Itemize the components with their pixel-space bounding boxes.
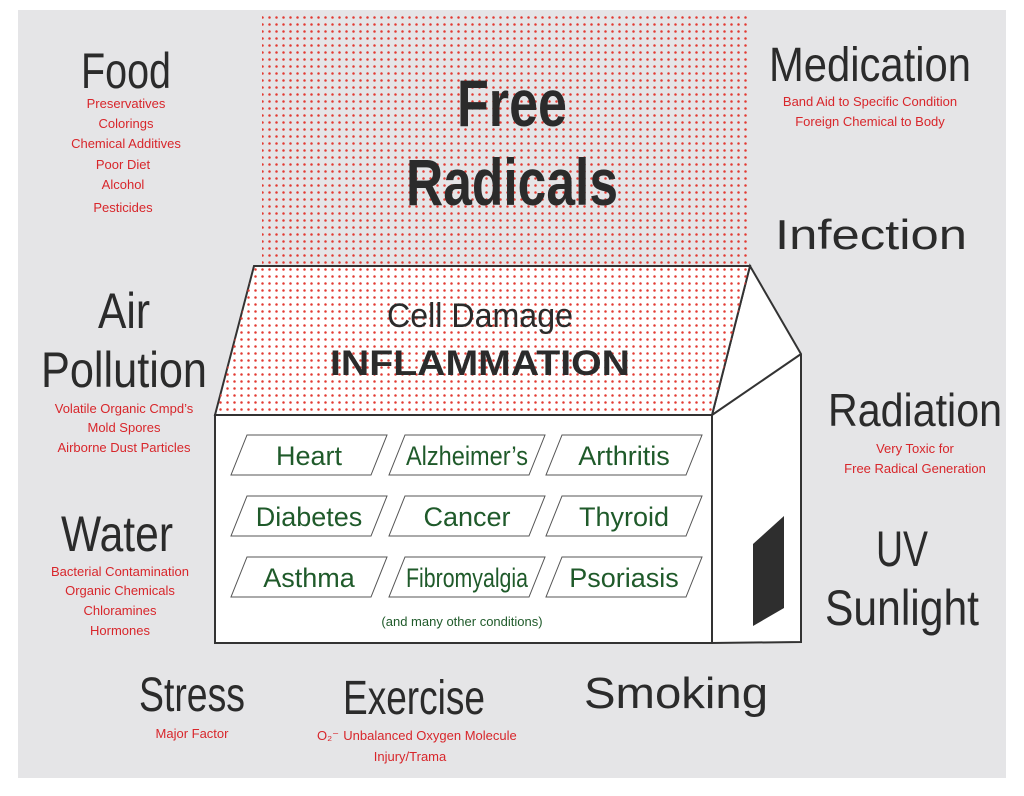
food-detail: Colorings [99,116,154,131]
air-pollution-title-line2: Pollution [41,342,207,398]
water-detail: Chloramines [84,603,157,618]
roof-label-inflammation: INFLAMMATION [330,344,630,383]
title-radicals: Radicals [406,145,618,219]
condition-box [545,434,703,476]
water-detail: Bacterial Contamination [51,564,189,579]
roof-dot-fill [215,266,750,415]
roof-label-cell-damage: Cell Damage [387,297,573,335]
air-pollution-detail: Mold Spores [88,420,161,435]
air-pollution-detail: Volatile Organic Cmpd’s [55,401,194,416]
smoking-title: Smoking [584,669,768,718]
condition-box [230,556,388,598]
condition-label: Cancer [423,502,510,532]
food-detail: Chemical Additives [71,136,181,151]
condition-box [388,556,546,598]
condition-label: Alzheimer’s [406,441,528,471]
stress-detail: Major Factor [156,726,230,741]
food-title: Food [81,43,171,99]
medication-detail: Foreign Chemical to Body [795,114,945,129]
water-detail: Organic Chemicals [65,583,175,598]
food-details: Preservatives Colorings Chemical Additiv… [71,96,181,215]
air-pollution-title-line1: Air [98,283,150,339]
air-pollution-detail: Airborne Dust Particles [58,440,191,455]
infection-title: Infection [775,211,967,258]
stress-title: Stress [139,669,245,722]
condition-label: Psoriasis [569,563,679,593]
house-door [753,516,784,626]
conditions-footnote: (and many other conditions) [381,614,542,629]
water-detail: Hormones [90,623,150,638]
condition-box [545,556,703,598]
condition-label: Heart [276,441,343,471]
uv-title-line2: Sunlight [825,580,979,636]
condition-label: Thyroid [579,502,669,532]
food-detail: Preservatives [87,96,166,111]
condition-label: Fibromyalgia [406,563,529,593]
water-title: Water [61,506,173,562]
radiation-detail: Very Toxic for [876,441,954,456]
medication-title: Medication [769,39,971,92]
condition-box [545,495,703,537]
food-detail: Pesticides [93,200,153,215]
radiation-detail: Free Radical Generation [844,461,986,476]
uv-title-line1: UV [876,521,928,577]
exercise-detail: Unbalanced Oxygen Molecule [343,728,516,743]
condition-label: Asthma [263,563,356,593]
food-detail: Alcohol [102,177,145,192]
free-radicals-cloud [262,12,750,267]
condition-box [230,495,388,537]
condition-label: Arthritis [578,441,670,471]
condition-box [388,495,546,537]
house-eave-line [711,353,802,416]
title-free: Free [457,66,567,140]
condition-label: Diabetes [256,502,363,532]
medication-detail: Band Aid to Specific Condition [783,94,957,109]
exercise-title: Exercise [343,672,485,725]
condition-box [388,434,546,476]
exercise-oxygen-symbol: O₂⁻ [317,728,339,743]
condition-box [230,434,388,476]
food-detail: Poor Diet [96,157,151,172]
exercise-detail: Injury/Trama [374,749,447,764]
radiation-title: Radiation [828,384,1002,436]
